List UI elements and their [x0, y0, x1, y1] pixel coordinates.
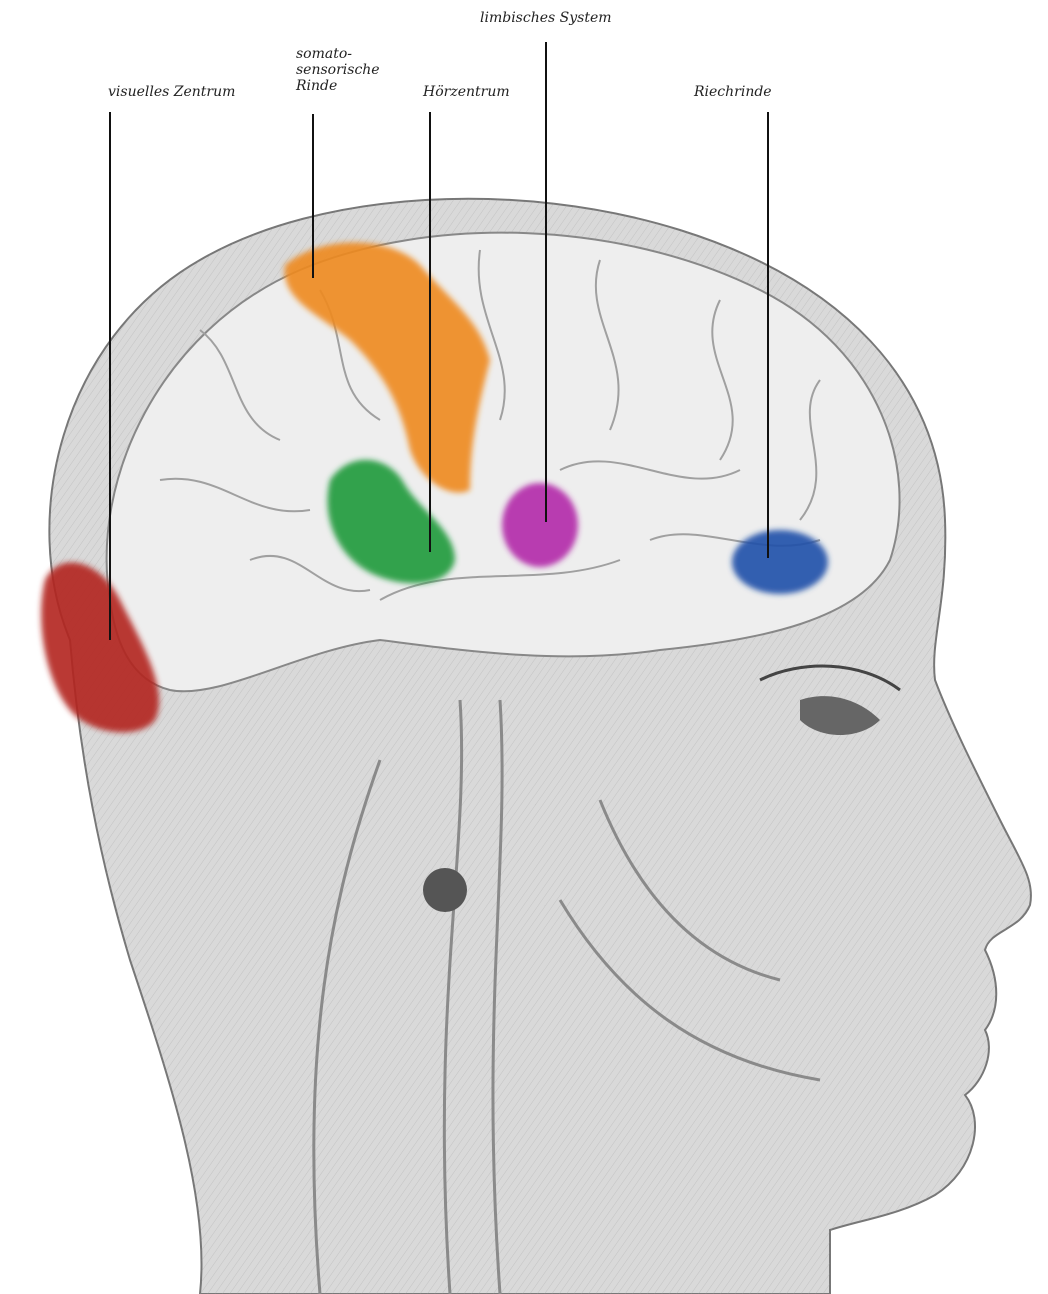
- vertebra: [423, 868, 467, 912]
- label-limbic-text: limbisches System: [480, 10, 612, 26]
- label-visual-center: visuelles Zentrum: [108, 84, 235, 100]
- region-smell: [732, 530, 828, 594]
- label-somato-line-1: somato-: [296, 46, 380, 62]
- region-limbic: [502, 483, 578, 567]
- label-somato-line-2: sensorische: [296, 62, 380, 78]
- label-somatosensory-cortex: somato- sensorische Rinde: [296, 46, 380, 94]
- label-smell-text: Riechrinde: [694, 84, 772, 100]
- label-visual-text: visuelles Zentrum: [108, 84, 235, 100]
- label-somato-line-3: Rinde: [296, 78, 380, 94]
- label-auditory-center: Hörzentrum: [423, 84, 510, 100]
- label-hearing-text: Hörzentrum: [423, 84, 510, 100]
- label-limbic-system: limbisches System: [480, 10, 612, 26]
- label-olfactory-cortex: Riechrinde: [694, 84, 772, 100]
